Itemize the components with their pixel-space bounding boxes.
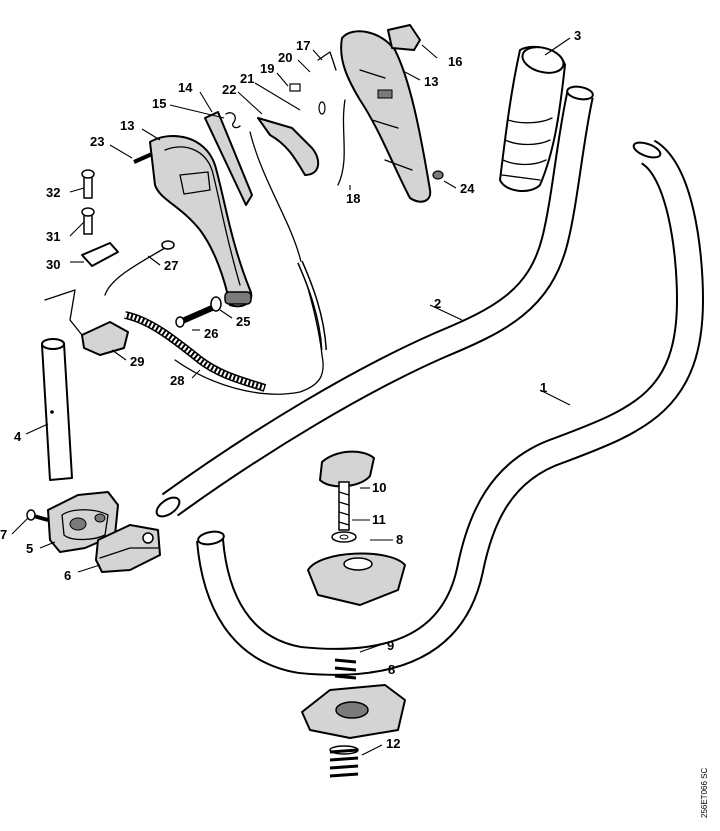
callout-14: 14 [178, 80, 193, 95]
callout-8-lower: 8 [388, 662, 395, 677]
grip-3 [499, 45, 566, 192]
callout-11: 11 [372, 512, 386, 527]
callout-18: 18 [346, 191, 360, 206]
callout-1: 1 [540, 380, 547, 395]
callout-19: 19 [260, 61, 274, 76]
callout-28: 28 [170, 373, 184, 388]
callout-3: 3 [574, 28, 581, 43]
screw-7 [26, 509, 49, 522]
callout-9: 9 [387, 638, 394, 653]
callout-27: 27 [164, 258, 178, 273]
callout-13-right: 13 [424, 74, 438, 89]
clamp-6 [95, 524, 161, 573]
handlebar-tube-2 [155, 85, 594, 518]
callout-8-upper: 8 [396, 532, 403, 547]
clamp-8-lower [301, 684, 406, 739]
part-15 [225, 112, 241, 129]
callout-29: 29 [130, 354, 144, 369]
screw-26 [175, 305, 214, 328]
washer-11 [331, 531, 357, 543]
callout-16: 16 [448, 54, 462, 69]
control-handle-13 [149, 135, 253, 308]
wire-harness-28 [104, 240, 267, 392]
diagram-code: 256ET066 SC [700, 768, 709, 818]
spring-12 [329, 745, 359, 778]
screw-23 [133, 152, 153, 164]
washer-25 [210, 296, 222, 312]
knob-10 [319, 450, 375, 531]
callout-31: 31 [46, 229, 60, 244]
callout-5: 5 [26, 541, 33, 556]
part-16 [387, 24, 421, 51]
callout-15: 15 [152, 96, 166, 111]
callout-26: 26 [204, 326, 218, 341]
callout-4: 4 [14, 429, 22, 444]
part-24 [432, 170, 444, 180]
trigger-14 [204, 111, 253, 206]
spring-18 [337, 99, 346, 186]
leader-lines [11, 37, 571, 756]
callout-20: 20 [278, 50, 292, 65]
throttle-cable [174, 131, 327, 395]
screw-32 [81, 169, 95, 199]
clamp-8-upper [307, 552, 406, 606]
callout-21: 21 [240, 71, 254, 86]
callout-22: 22 [222, 82, 236, 97]
callout-12: 12 [386, 736, 400, 751]
callout-25: 25 [236, 314, 250, 329]
callout-10: 10 [372, 480, 386, 495]
callout-2: 2 [434, 296, 441, 311]
bracket-30 [81, 242, 119, 267]
callout-6: 6 [64, 568, 71, 583]
lever-21 [257, 117, 320, 176]
screw-31 [81, 207, 95, 235]
spring-9 [334, 658, 357, 680]
callout-7: 7 [0, 527, 7, 542]
callout-23: 23 [90, 134, 104, 149]
handlebar-tube-1 [196, 139, 705, 676]
control-handle-13-right [340, 30, 432, 203]
small-parts [289, 51, 337, 115]
callout-32: 32 [46, 185, 60, 200]
tube-4 [41, 338, 73, 481]
callout-24: 24 [460, 181, 475, 196]
callout-labels: 1 2 3 4 5 6 7 8 10 11 9 8 12 13 13 14 15… [0, 28, 581, 751]
callout-13-left: 13 [120, 118, 134, 133]
callout-17: 17 [296, 38, 310, 53]
switch-29 [44, 289, 129, 356]
callout-30: 30 [46, 257, 60, 272]
